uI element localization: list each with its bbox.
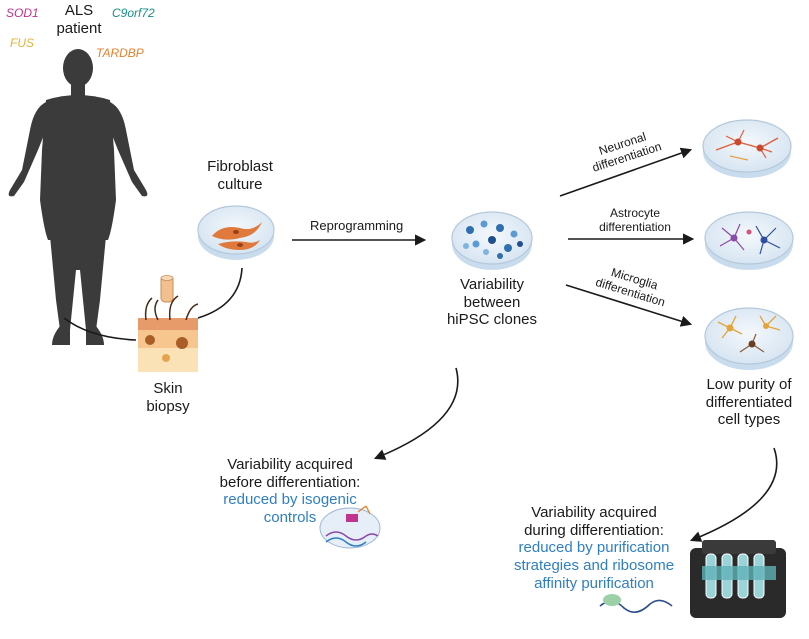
gene-c9orf72: C9orf72 [112,6,155,20]
fibroblast-line2: culture [217,175,263,193]
skin-biopsy-icon [138,275,199,372]
before-line2: before differentiation: [219,473,361,491]
reprogramming-label: Reprogramming [310,218,404,233]
isogenic-control-icon [319,505,381,549]
hipsc-to-before-arrow [373,367,459,460]
low-purity-line1: Low purity of [706,376,792,393]
before-line3: reduced by isogenic [223,491,357,509]
low-purity-line3: cell types [717,411,781,429]
during-line4: strategies and ribosome [513,557,675,575]
astrocyte-line1: Astrocyte [609,206,660,220]
human-silhouette-icon [8,49,148,345]
before-line4: controls [263,509,317,527]
hipsc-line2: between [463,293,521,311]
during-differentiation-box: Variability acquired during differentiat… [494,504,694,592]
fibroblast-label: Fibroblast culture [190,158,290,193]
neuronal-differentiation-arrow [559,147,693,197]
gene-fus: FUS [10,36,34,50]
patient-title: ALS patient [44,2,114,37]
microglia-dish-icon [704,307,794,370]
patient-to-biopsy-connector [63,317,137,341]
hipsc-label: Variability between hiPSC clones [430,276,554,329]
astrocyte-dish-icon [704,211,794,270]
low-purity-line2: differentiated [705,393,793,411]
biopsy-to-fibroblast-connector [197,267,243,319]
hipsc-dish-icon [451,211,533,270]
patient-title-line2: patient [56,19,102,37]
hipsc-line1: Variability [460,276,524,293]
during-line3: reduced by purification [518,539,670,557]
neuron-dish-icon [702,119,792,178]
gene-sod1: SOD1 [6,6,39,20]
fibroblast-culture-dish-icon [197,205,275,260]
low-purity-label: Low purity of differentiated cell types [690,376,808,429]
skin-biopsy-line1: Skin [153,380,183,397]
skin-biopsy-label: Skin biopsy [128,380,208,415]
before-differentiation-box: Variability acquired before differentiat… [190,456,390,527]
hipsc-line3: hiPSC clones [446,311,538,329]
purification-rack-icon [599,540,786,618]
astrocyte-line2: differentiation [599,220,671,235]
before-line1: Variability acquired [227,456,353,473]
gene-tardbp: TARDBP [96,46,144,60]
low-purity-to-during-arrow [689,447,778,542]
astrocyte-label: Astrocyte differentiation [580,206,690,234]
skin-biopsy-line2: biopsy [146,397,190,415]
during-line1: Variability acquired [531,504,657,521]
during-line5: affinity purification [534,574,654,592]
during-line2: during differentiation: [524,521,664,539]
fibroblast-line1: Fibroblast [207,158,273,175]
microglia-differentiation-arrow [565,284,693,327]
patient-title-line1: ALS [64,2,94,19]
